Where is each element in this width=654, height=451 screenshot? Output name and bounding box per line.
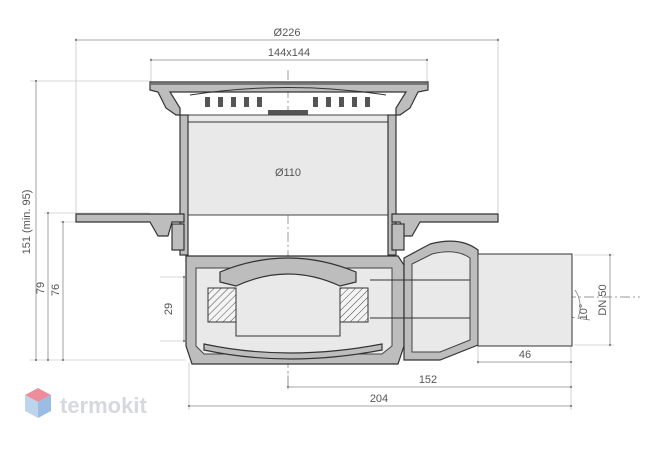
dim-pipe-diameter: Ø110 xyxy=(275,167,301,179)
outlet-pipe xyxy=(477,253,573,347)
seal-left xyxy=(207,287,237,323)
dim-outlet-length: 46 xyxy=(519,349,531,361)
dim-outlet-offset: 152 xyxy=(419,374,437,386)
grate-slots xyxy=(205,97,370,115)
dimension-labels: Ø226 144x144 Ø110 151 (min. 95) 79 76 29… xyxy=(21,27,609,405)
water-seal xyxy=(219,257,357,287)
seal-right xyxy=(339,287,369,323)
dim-height-76: 76 xyxy=(50,284,62,296)
flange-left xyxy=(75,213,185,237)
brand-name: termokit xyxy=(60,393,147,418)
brand-logo: termokit xyxy=(25,388,147,418)
dim-overall-width: Ø226 xyxy=(274,27,301,39)
dim-trap-height: 29 xyxy=(163,303,175,315)
dim-slope: 10° xyxy=(578,304,590,321)
grate-frame xyxy=(149,81,429,116)
dim-grate-size: 144x144 xyxy=(268,47,310,59)
logo-cube-left-icon xyxy=(25,395,38,418)
dim-outlet-dn: DN 50 xyxy=(597,284,609,315)
dim-overall-length: 204 xyxy=(370,393,388,405)
dim-total-height: 151 (min. 95) xyxy=(21,190,33,255)
flange-right xyxy=(391,213,499,237)
extension-sleeve xyxy=(179,114,397,216)
logo-cube-right-icon xyxy=(38,395,51,418)
drain-assembly xyxy=(75,81,573,365)
dim-height-79: 79 xyxy=(35,282,47,294)
